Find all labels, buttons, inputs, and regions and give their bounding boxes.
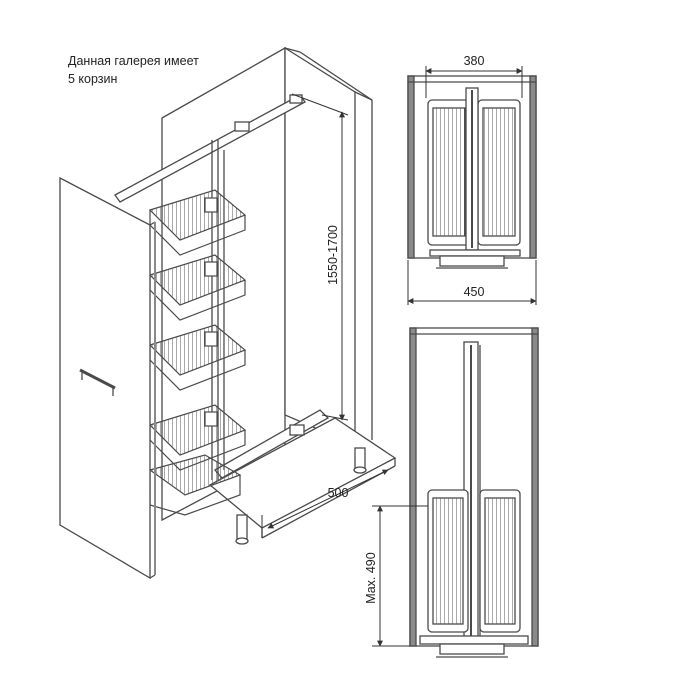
- side-view-extended: [409, 327, 539, 658]
- max-extension-label: Max. 490: [364, 552, 378, 603]
- caption-line-1: Данная галерея имеет: [68, 54, 199, 68]
- caption-line-2: 5 корзин: [68, 72, 118, 86]
- inner-width-dimension: [425, 66, 523, 98]
- outer-width-label: 450: [464, 285, 485, 299]
- max-extension-dimension: [372, 505, 428, 647]
- top-view-closed: [407, 75, 537, 269]
- depth-dimension: [261, 469, 389, 538]
- outer-width-dimension: [407, 260, 537, 305]
- height-dimension: [291, 93, 349, 421]
- basket-2: [148, 254, 247, 321]
- height-dimension-label: 1550-1700: [326, 225, 340, 285]
- door-handle: [79, 368, 116, 396]
- basket-1: [148, 189, 247, 256]
- inner-width-label: 380: [464, 54, 485, 68]
- depth-dimension-label: 500: [328, 486, 349, 500]
- basket-3: [148, 324, 247, 391]
- cabinet-foot-front: [236, 514, 248, 542]
- front-door-panel: [59, 176, 156, 580]
